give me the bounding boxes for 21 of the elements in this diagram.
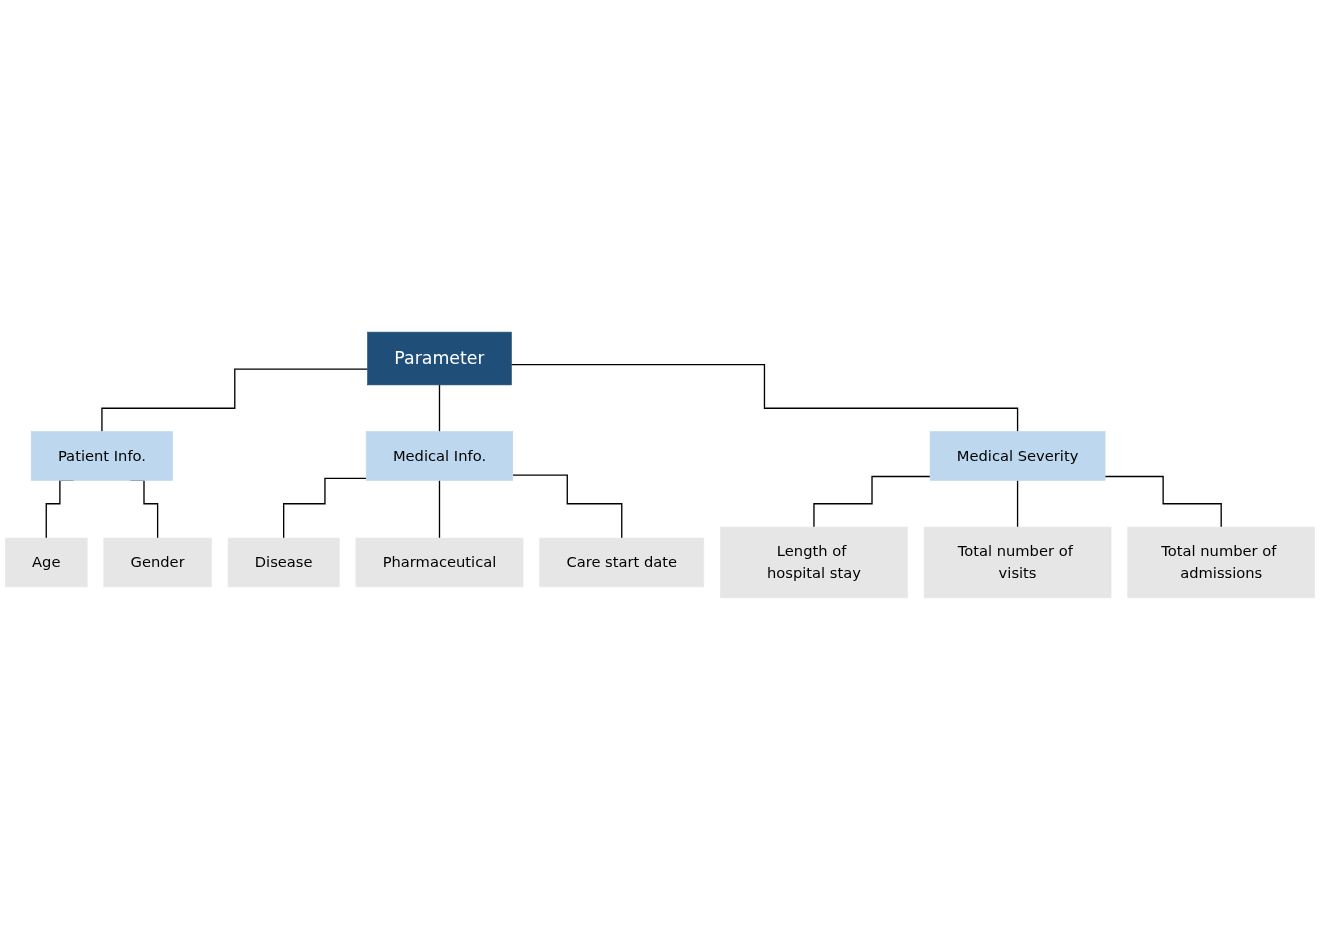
node-box: Total number of admissions (1127, 526, 1315, 598)
connector (283, 477, 367, 539)
connector (438, 383, 441, 432)
node-box: Parameter (367, 331, 512, 385)
connector (1104, 475, 1222, 528)
node-box: Medical Severity (929, 430, 1106, 481)
node-box: Disease (227, 537, 340, 587)
connector (1016, 479, 1019, 528)
node-box: Length of hospital stay (720, 526, 908, 598)
connector (510, 363, 1019, 432)
connector (813, 475, 931, 528)
node-box: Total number of visits (923, 526, 1112, 598)
node-box: Care start date (539, 537, 705, 587)
node-box: Gender (103, 537, 212, 587)
node-box: Patient Info. (30, 430, 173, 481)
connector (512, 474, 623, 539)
connector (101, 367, 369, 432)
node-box: Pharmaceutical (355, 537, 524, 587)
node-box: Age (5, 537, 88, 587)
connector (438, 479, 441, 539)
node-box: Medical Info. (365, 430, 514, 481)
